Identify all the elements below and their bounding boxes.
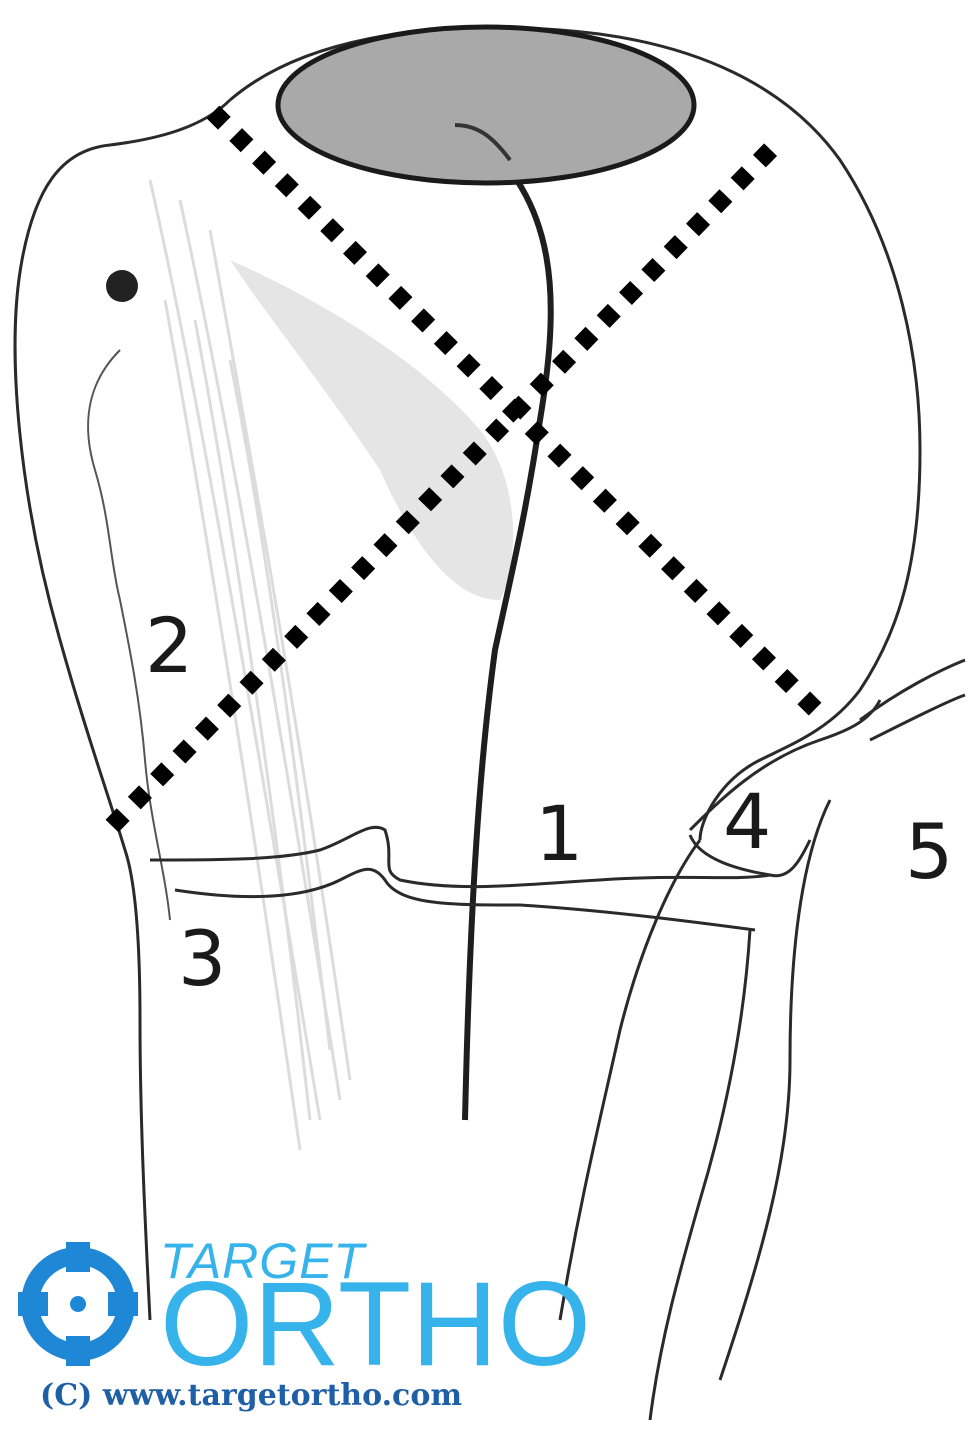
tibia-crest-line — [465, 130, 551, 1120]
crosshair-target-icon — [18, 1242, 138, 1366]
watermark: TARGET ORTHO (C) www.targetortho.com — [18, 1233, 591, 1413]
copyright-text: (C) www.targetortho.com — [40, 1378, 462, 1413]
articular-surface-ellipse — [278, 27, 694, 183]
fibula-outline-left — [560, 840, 700, 1320]
pin-head — [106, 270, 138, 302]
fibula-outline-right — [720, 660, 965, 1380]
patellar-tendon-shadow — [230, 260, 513, 600]
label-3: 3 — [178, 914, 226, 1003]
label-2: 2 — [145, 601, 193, 690]
proximal-tibiofibular-joint — [690, 700, 880, 876]
osteotomy-cut-line — [150, 827, 770, 930]
label-1: 1 — [535, 789, 583, 878]
label-4: 4 — [723, 777, 771, 866]
label-5: 5 — [905, 807, 953, 896]
brand-ortho-text: ORTHO — [160, 1257, 591, 1391]
fibula-outline-mid — [650, 930, 750, 1420]
